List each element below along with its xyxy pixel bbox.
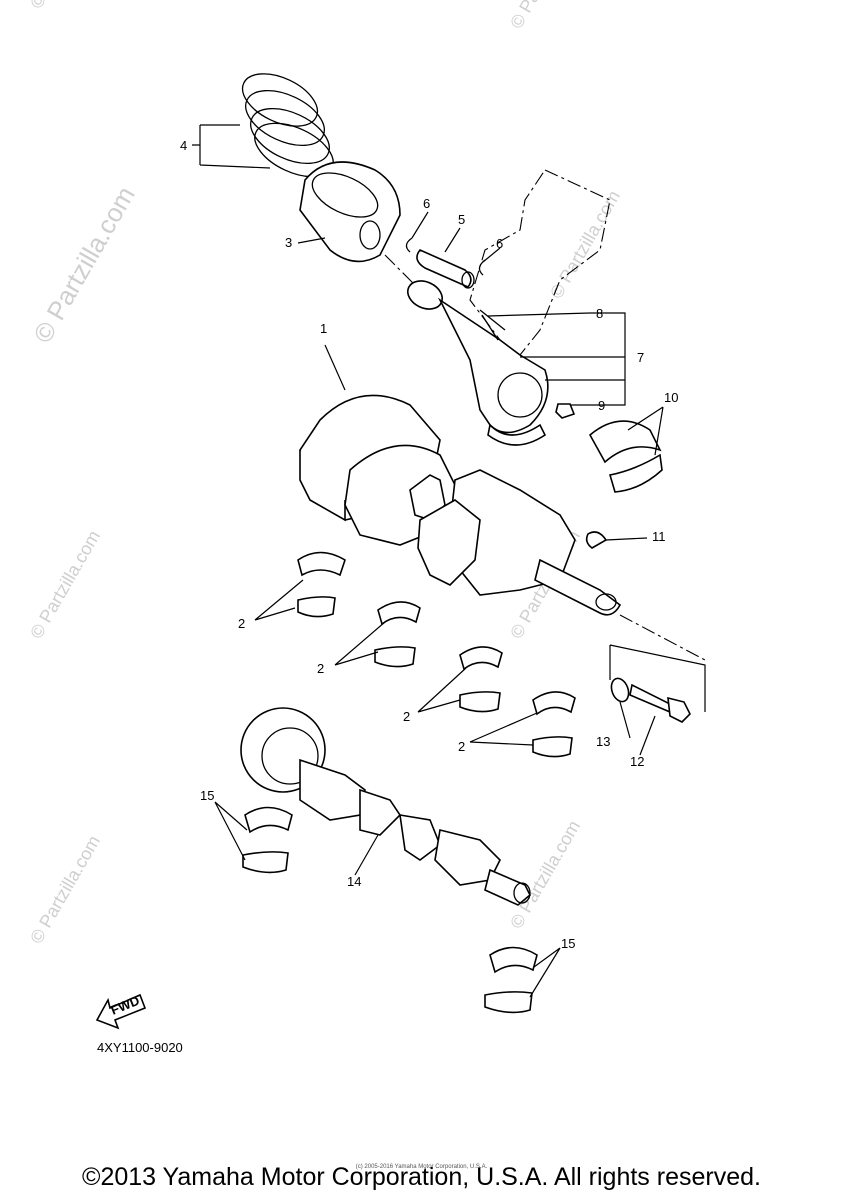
callout-2: 2 [238, 616, 245, 631]
piston [299, 161, 401, 263]
bolt-box [609, 644, 706, 712]
watermark: © Partzilla.com [506, 0, 584, 32]
callout-4: 4 [180, 138, 187, 153]
fwd-arrow: FWD [95, 993, 147, 1030]
watermark: © Partzilla.com [26, 0, 104, 12]
watermark: © Partzilla.com [26, 527, 104, 642]
washer [610, 677, 630, 703]
watermark: © Partzilla.com [506, 817, 584, 932]
guide-line [619, 614, 706, 661]
pin-clip [405, 237, 413, 253]
callout-3: 3 [285, 235, 292, 250]
callout-6: 6 [423, 196, 430, 211]
case-outline [469, 169, 611, 356]
callouts: 4 3 6 5 6 8 7 9 1 10 11 2 2 2 2 13 12 15… [180, 138, 678, 951]
callout-14: 14 [347, 874, 361, 889]
main-bearings [297, 551, 576, 758]
callout-15: 15 [561, 936, 575, 951]
callout-15: 15 [200, 788, 214, 803]
pin-clip [478, 259, 486, 276]
balancer-bearings [242, 806, 538, 1014]
guide-line [384, 254, 421, 291]
callout-6: 6 [496, 236, 503, 251]
callout-10: 10 [664, 390, 678, 405]
part-code: 4XY1100-9020 [97, 1040, 183, 1055]
piston-pin [416, 249, 475, 289]
callout-2: 2 [317, 661, 324, 676]
leader-lines [192, 124, 664, 998]
callout-2: 2 [458, 739, 465, 754]
bolt [629, 683, 691, 723]
callout-7: 7 [637, 350, 644, 365]
copyright: ©2013 Yamaha Motor Corporation, U.S.A. A… [82, 1163, 761, 1191]
woodruff-key [585, 531, 608, 549]
watermark-main: © Partzilla.com [27, 181, 141, 348]
crank-pin-bearings [588, 420, 663, 493]
connecting-rod [406, 280, 549, 446]
callout-8: 8 [596, 306, 603, 321]
callout-2: 2 [403, 709, 410, 724]
balancer-shaft [240, 707, 531, 906]
rod-bolt [481, 314, 499, 341]
callout-9: 9 [598, 398, 605, 413]
rod-nut [555, 403, 576, 419]
callout-12: 12 [630, 754, 644, 769]
crankshaft [299, 394, 622, 616]
callout-11: 11 [652, 529, 666, 544]
watermark: © Partzilla.com [26, 832, 104, 947]
callout-1: 1 [320, 321, 327, 336]
callout-13: 13 [596, 734, 610, 749]
callout-5: 5 [458, 212, 465, 227]
tiny-copyright: (c) 2005-2016 Yamaha Motor Corporation, … [355, 1164, 488, 1170]
